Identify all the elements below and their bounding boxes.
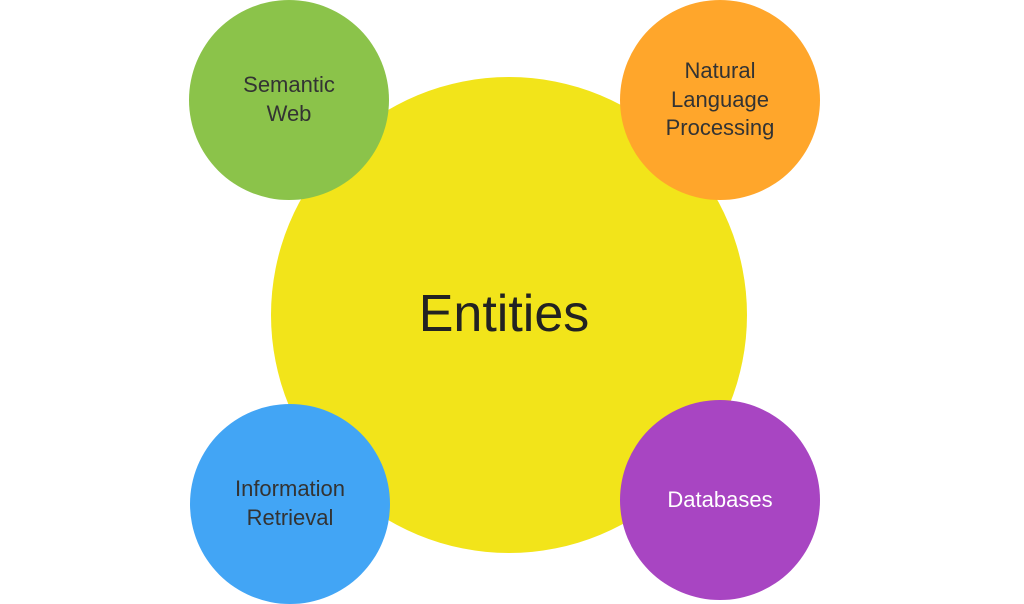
information-retrieval-label: Information Retrieval — [234, 476, 346, 530]
center-label: Entities — [418, 285, 590, 344]
circle-semantic-web: Semantic Web — [189, 0, 389, 200]
nlp-label: Natural Language Processing — [665, 58, 775, 141]
semantic-web-label: Semantic Web — [243, 72, 335, 126]
circle-natural-language-processing: Natural Language Processing — [620, 0, 820, 200]
circle-information-retrieval: Information Retrieval — [190, 404, 390, 604]
circle-databases: Databases — [620, 400, 820, 600]
databases-label: Databases — [667, 486, 773, 512]
